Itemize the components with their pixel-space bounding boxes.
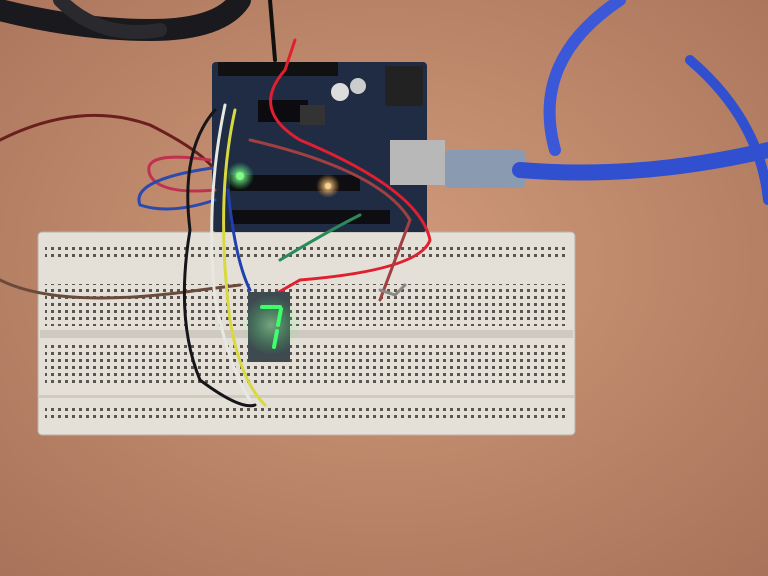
usb-cable: [445, 0, 768, 205]
power-cable: [0, 0, 277, 62]
seven-segment-display: 7: [241, 292, 301, 362]
segment-b: [276, 307, 283, 327]
jumper-wires: [0, 38, 432, 408]
arduino-board: [212, 62, 445, 232]
lit-segments: [260, 305, 283, 349]
segment-c: [272, 329, 279, 349]
breadboard: [37, 231, 576, 436]
